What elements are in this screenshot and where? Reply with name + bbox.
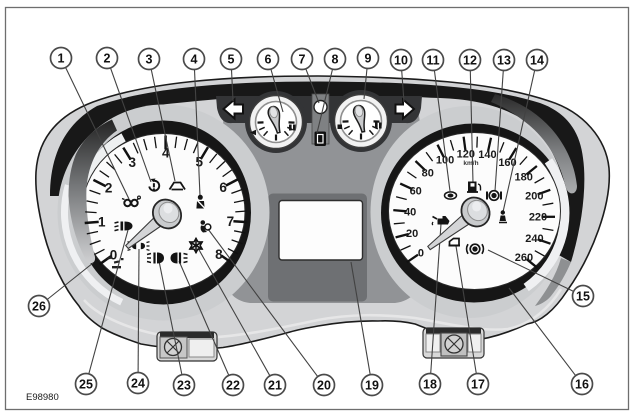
svg-text:0: 0: [418, 248, 424, 260]
svg-text:20: 20: [406, 228, 418, 240]
svg-text:260: 260: [515, 252, 533, 264]
svg-text:1: 1: [58, 51, 65, 65]
svg-text:22: 22: [226, 378, 240, 392]
svg-text:25: 25: [79, 377, 93, 391]
svg-text:20: 20: [317, 378, 331, 392]
svg-text:7: 7: [227, 214, 235, 229]
svg-text:40: 40: [404, 206, 416, 218]
svg-text:5: 5: [228, 52, 235, 66]
svg-text:2: 2: [105, 181, 113, 196]
svg-text:6: 6: [219, 180, 227, 195]
svg-text:23: 23: [177, 378, 191, 392]
svg-text:7: 7: [299, 52, 306, 66]
svg-text:8: 8: [332, 52, 339, 66]
svg-text:24: 24: [131, 376, 145, 390]
svg-text:14: 14: [530, 53, 544, 67]
svg-text:3: 3: [128, 155, 136, 170]
svg-text:3: 3: [146, 52, 153, 66]
svg-text:21: 21: [268, 378, 282, 392]
svg-text:10: 10: [394, 53, 408, 67]
svg-text:15: 15: [576, 289, 590, 303]
svg-text:17: 17: [471, 377, 485, 391]
svg-text:5: 5: [195, 155, 203, 170]
svg-text:240: 240: [525, 233, 543, 245]
svg-text:16: 16: [575, 377, 589, 391]
svg-text:km/h: km/h: [463, 160, 478, 167]
svg-text:19: 19: [365, 378, 379, 392]
svg-text:11: 11: [426, 53, 439, 67]
svg-text:200: 200: [525, 190, 543, 202]
svg-text:180: 180: [515, 172, 533, 184]
svg-text:220: 220: [529, 212, 547, 224]
svg-text:26: 26: [32, 299, 46, 313]
svg-text:12: 12: [463, 53, 477, 67]
svg-text:4: 4: [191, 52, 198, 66]
svg-text:2: 2: [104, 51, 111, 65]
svg-text:6: 6: [265, 52, 272, 66]
svg-text:80: 80: [422, 168, 434, 180]
svg-text:9: 9: [365, 51, 372, 65]
svg-text:1: 1: [98, 215, 106, 230]
svg-text:140: 140: [478, 149, 496, 161]
svg-text:13: 13: [497, 53, 511, 67]
svg-text:E98980: E98980: [26, 392, 59, 403]
svg-text:8: 8: [215, 247, 223, 262]
svg-text:0: 0: [110, 248, 118, 263]
svg-text:18: 18: [423, 377, 437, 391]
svg-text:60: 60: [410, 185, 422, 197]
